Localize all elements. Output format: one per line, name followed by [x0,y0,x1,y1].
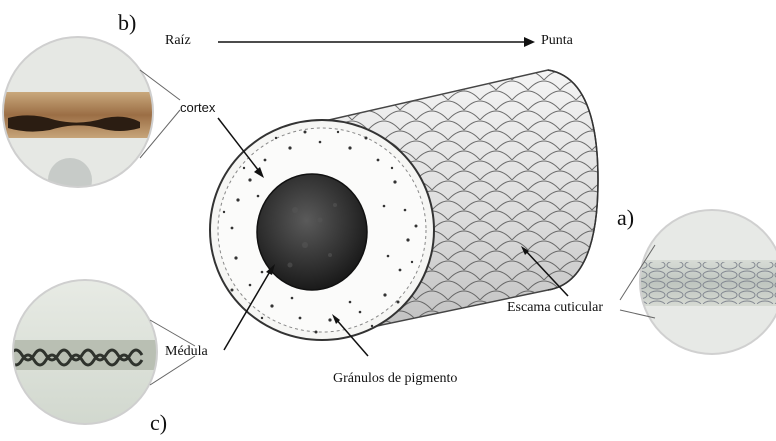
magnified-cuticle-view [620,200,776,370]
pigment-granules-label: Gránulos de pigmento [333,371,457,387]
direction-start-label: Raíz [165,33,191,49]
panel-label-c: c) [150,410,167,436]
direction-end-label: Punta [541,33,573,49]
panel-label-a: a) [617,205,634,231]
direction-arrow [218,37,535,47]
cuticle-scale-label: Escama cuticular [507,300,603,316]
cortex-label: cortex [180,100,215,115]
medulla-label: Médula [165,344,208,360]
magnified-cortex-view [0,30,180,202]
panel-label-b: b) [118,10,136,36]
